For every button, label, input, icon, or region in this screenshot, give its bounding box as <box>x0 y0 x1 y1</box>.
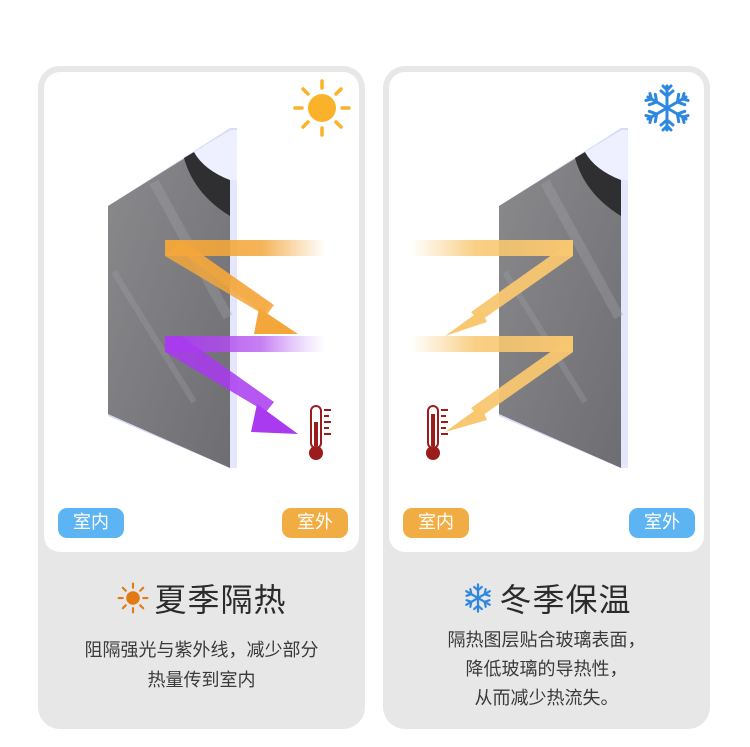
snowflake-icon <box>463 583 494 613</box>
outdoor-badge: 室外 <box>629 508 695 538</box>
snowflake-icon <box>643 84 691 132</box>
summer-desc-line-1: 阻隔强光与紫外线，减少部分 <box>84 640 319 661</box>
heat-retention-arrow-lower <box>411 336 573 432</box>
indoor-badge: 室内 <box>403 508 469 538</box>
summer-illustration-panel: 室内 室外 <box>44 72 359 552</box>
winter-desc-line-3: 从而减少热流失。 <box>474 688 619 709</box>
indoor-badge: 室内 <box>58 508 124 538</box>
sun-icon <box>117 582 149 614</box>
winter-title-text: 冬季保温 <box>499 581 632 619</box>
thermometer-icon <box>426 405 448 460</box>
sun-icon <box>293 79 351 137</box>
heat-retention-arrow-upper <box>411 240 573 336</box>
winter-desc-line-1: 隔热图层贴合玻璃表面， <box>447 630 646 651</box>
summer-card: 室内 室外 夏季隔热 阻隔强光与紫外线，减少部分 热量传到室内 <box>38 66 365 729</box>
winter-illustration-panel: 室内 室外 <box>389 72 704 552</box>
winter-title: 冬季保温 <box>383 576 710 620</box>
winter-desc-line-2: 降低玻璃的导热性， <box>465 659 628 680</box>
window-film-glass <box>108 128 237 468</box>
summer-description: 阻隔强光与紫外线，减少部分 热量传到室内 <box>48 636 355 696</box>
summer-desc-line-2: 热量传到室内 <box>147 670 256 691</box>
thermometer-icon <box>309 405 331 460</box>
uv-arrow <box>165 336 325 434</box>
outdoor-badge: 室外 <box>282 508 348 538</box>
heat-arrow <box>165 240 325 334</box>
summer-title: 夏季隔热 <box>38 576 365 620</box>
summer-title-text: 夏季隔热 <box>154 581 287 619</box>
window-film-glass <box>499 128 628 468</box>
winter-description: 隔热图层贴合玻璃表面， 降低玻璃的导热性， 从而减少热流失。 <box>393 626 700 713</box>
winter-card: 室内 室外 冬季保温 隔热图层贴合玻璃表面， 降低玻璃的导热性， 从而减少热流失… <box>383 66 710 729</box>
